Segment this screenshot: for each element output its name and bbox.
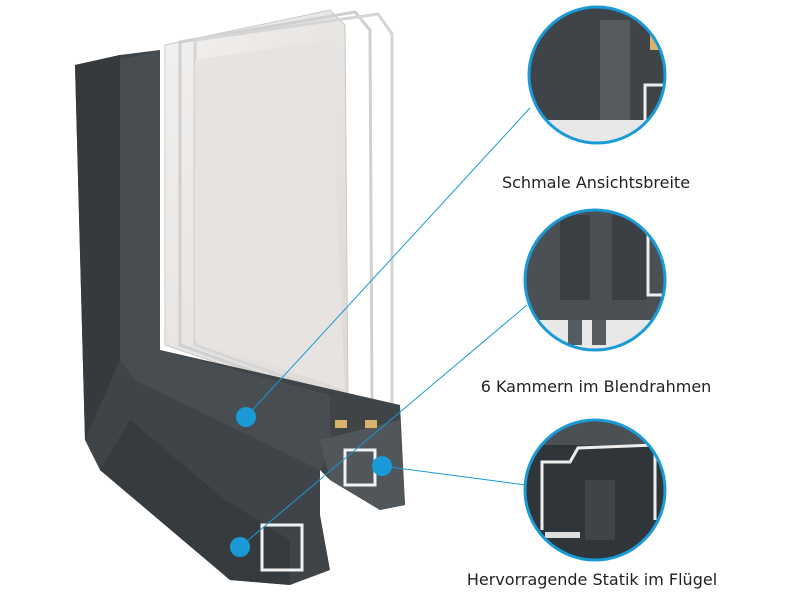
leader-line-2 [239,304,528,548]
leader-lines [239,107,531,548]
callout-label-1: Schmale Ansichtsbreite [501,173,691,192]
hotspot-dot-3 [230,537,250,557]
detail-circle-3 [525,420,665,560]
hotspot-dot-2 [372,456,392,476]
hotspot-dot-1 [236,407,256,427]
glass-panes [164,9,394,412]
detail-circle-2 [525,210,665,350]
detail-circle-1 [529,7,665,143]
callout-label-3: Hervorragende Statik im Flügel [466,570,718,589]
leader-line-1 [245,107,531,418]
callout-label-2: 6 Kammern im Blendrahmen [480,377,712,396]
leader-line-3 [381,465,527,486]
